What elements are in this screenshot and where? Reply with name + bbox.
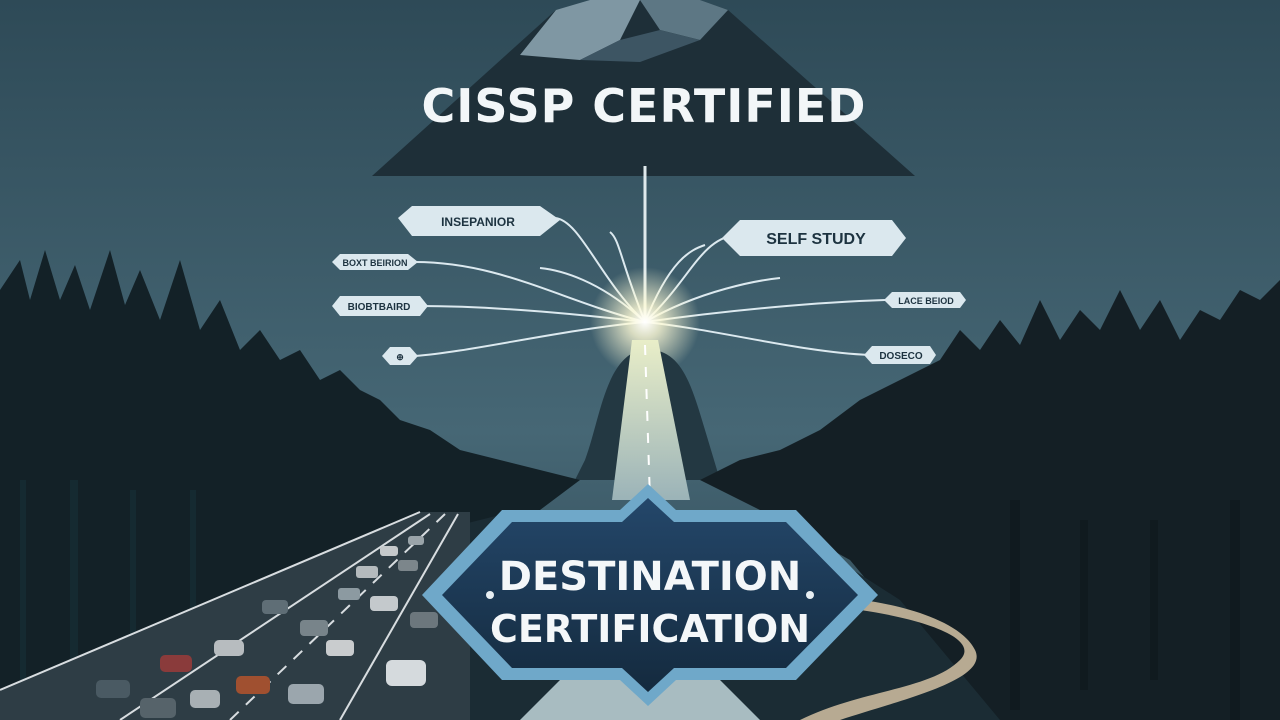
destination-sign: DESTINATION CERTIFICATION	[422, 484, 878, 706]
path-label-left-4-text: ⊕	[396, 352, 404, 362]
path-label-left-2-text: BOXT BEIRION	[342, 258, 407, 268]
path-label-left-2: BOXT BEIRION	[332, 254, 418, 270]
highway	[0, 512, 470, 720]
right-forest-trunks	[1010, 500, 1240, 720]
path-label-right-2: LACE BEIOD	[884, 292, 966, 308]
left-forest	[0, 250, 580, 720]
path-label-right-2-text: LACE BEIOD	[898, 296, 954, 306]
path-label-left-3-text: BIOBTBAIRD	[348, 302, 411, 313]
right-forest	[700, 280, 1280, 720]
path-label-right-3: DOSECO	[864, 346, 936, 364]
road-to-summit	[612, 340, 690, 500]
sign-line-2: CERTIFICATION	[490, 607, 810, 651]
path-label-right-3-text: DOSECO	[879, 351, 923, 362]
path-label-left-1: INSEPANIOR	[398, 206, 560, 236]
sign-line-1: DESTINATION	[499, 554, 801, 600]
mountain-peak	[372, 0, 915, 176]
path-label-left-1-text: INSEPANIOR	[441, 215, 515, 229]
path-label-left-3: BIOBTBAIRD	[332, 296, 428, 316]
road-center-line	[644, 344, 651, 501]
path-label-right-1-text: SELF STUDY	[766, 231, 866, 248]
headline-text: CISSP CERTIFIED	[422, 79, 867, 133]
dirt-trail	[800, 600, 977, 720]
traffic-cars	[96, 536, 438, 718]
left-forest-trunks	[20, 480, 196, 700]
path-label-right-1: SELF STUDY	[722, 220, 906, 256]
road-foreground	[520, 680, 760, 720]
path-label-left-4: ⊕	[382, 347, 418, 365]
light-glow	[590, 267, 700, 377]
